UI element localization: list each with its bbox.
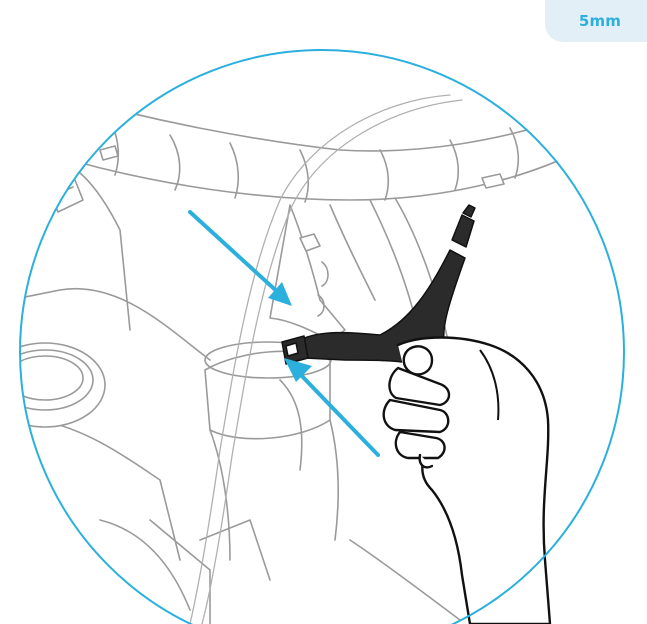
hand: [382, 336, 552, 624]
arrow-indicator-icon: [188, 210, 292, 306]
cable: [189, 94, 451, 624]
tool-size-badge: 5mm: [545, 0, 647, 42]
arrow-indicator-icon: [284, 358, 380, 457]
stem: [269, 204, 346, 341]
detail-circle: [19, 49, 625, 624]
tool-size-label: 5mm: [578, 12, 622, 30]
